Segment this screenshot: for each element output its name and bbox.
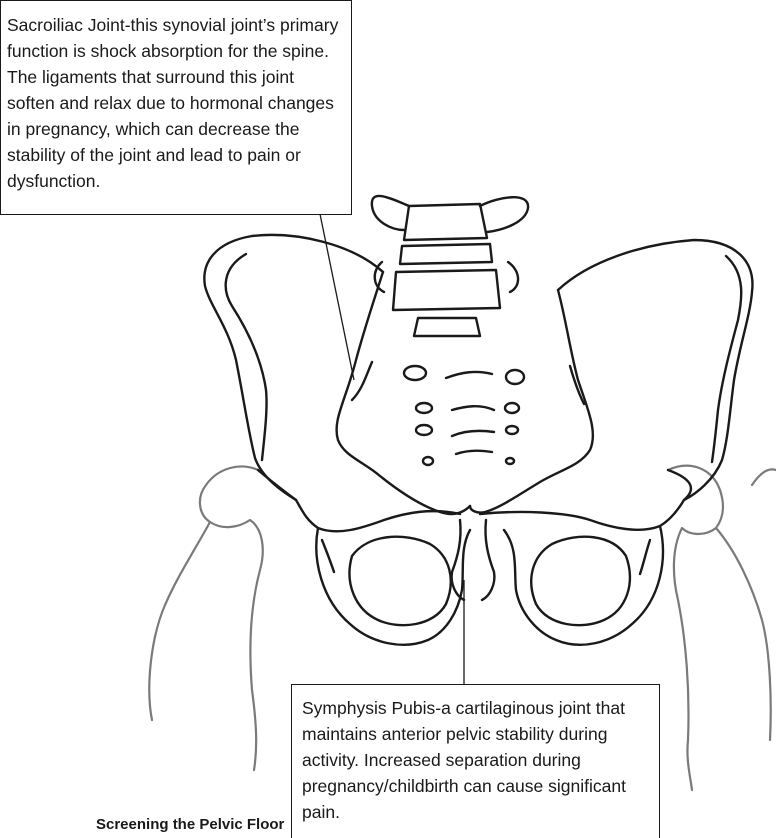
right-femur [668, 466, 776, 790]
sacroiliac-joint-callout: Sacroiliac Joint-this synovial joint’s p… [0, 0, 352, 215]
symphysis-pubis-callout: Symphysis Pubis-a cartilaginous joint th… [291, 684, 660, 838]
right-ilium-outline [480, 240, 752, 530]
sacroiliac-leader-line [320, 214, 354, 380]
lumbar-vertebra [372, 196, 528, 336]
right-obturator-foramen [531, 537, 630, 625]
symphysis-pubis-description: Symphysis Pubis-a cartilaginous joint th… [302, 698, 626, 822]
left-femur [149, 466, 262, 770]
left-obturator-foramen [350, 537, 451, 625]
pubis [316, 520, 663, 645]
sacroiliac-joint-description: Sacroiliac Joint-this synovial joint’s p… [7, 15, 338, 191]
left-ilium-outline [204, 235, 460, 531]
page-footer-title: Screening the Pelvic Floor [96, 816, 284, 833]
